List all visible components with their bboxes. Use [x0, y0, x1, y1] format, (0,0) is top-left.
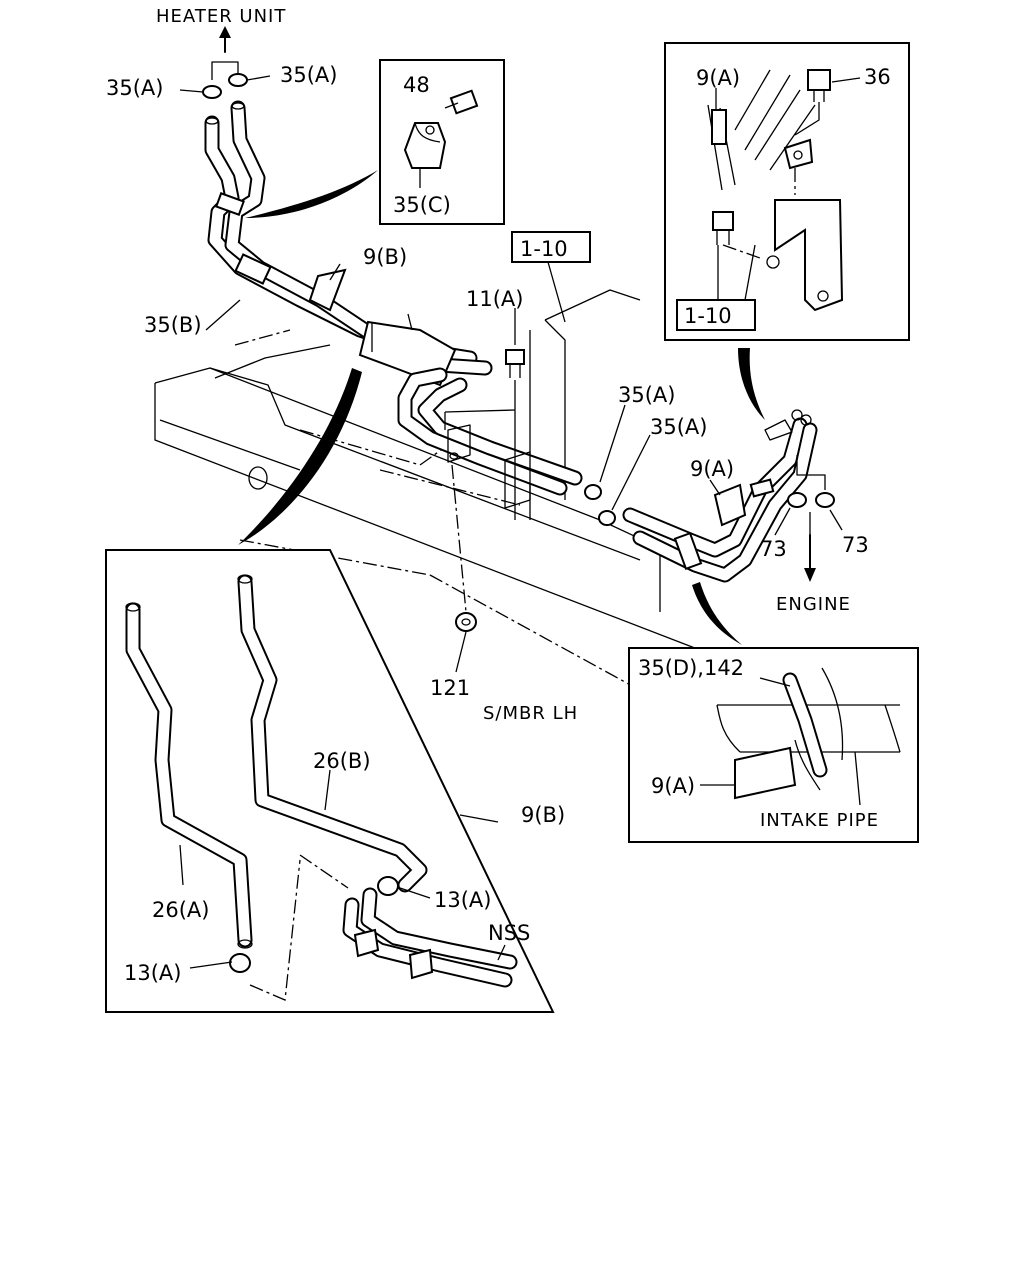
detail-pointers — [238, 170, 765, 645]
label-1-10-inset: 1-10 — [684, 304, 732, 328]
label-35c: 35(C) — [393, 193, 451, 217]
label-intake-pipe: INTAKE PIPE — [760, 810, 879, 831]
label-s-mbr-lh: S/MBR LH — [483, 703, 578, 724]
label-13a-left: 13(A) — [124, 961, 181, 985]
ref-1-10-center — [511, 231, 591, 323]
label-13a-right: 13(A) — [434, 888, 491, 912]
inset-leaders — [205, 77, 861, 823]
nut-121 — [451, 464, 477, 673]
label-26a: 26(A) — [152, 898, 209, 922]
frame-side-member — [154, 289, 701, 716]
inset-lower-hoses — [105, 549, 555, 1013]
label-11a: 11(A) — [466, 287, 523, 311]
label-9a-mid: 9(A) — [690, 457, 734, 481]
label-9b-top: 9(B) — [363, 245, 407, 269]
label-35a-mid-1: 35(A) — [618, 383, 675, 407]
heater-unit-callout — [179, 26, 271, 99]
label-35a-top-right: 35(A) — [280, 63, 337, 87]
label-36: 36 — [864, 65, 891, 89]
label-73-left: 73 — [760, 537, 787, 561]
label-48: 48 — [403, 73, 430, 97]
label-9a-inset-top: 9(A) — [696, 66, 740, 90]
label-121: 121 — [430, 676, 470, 700]
label-engine: ENGINE — [776, 594, 851, 615]
inset-bracket-36 — [664, 42, 910, 341]
label-35a-top-left: 35(A) — [106, 76, 163, 100]
label-nss: NSS — [488, 921, 530, 945]
inset-intake-pipe — [628, 647, 919, 843]
label-heater-unit: HEATER UNIT — [156, 6, 286, 27]
bolt-11a — [444, 349, 525, 520]
label-35d-142: 35(D),142 — [638, 656, 744, 680]
labels: HEATER UNIT 35(A) 35(A) 48 35(C) 9(B) 35… — [106, 6, 891, 985]
label-35a-mid-2: 35(A) — [650, 415, 707, 439]
label-73-right: 73 — [842, 533, 869, 557]
label-9a-inset-right: 9(A) — [651, 774, 695, 798]
inset-clamp-35c — [379, 59, 505, 225]
label-9b-inset: 9(B) — [521, 803, 565, 827]
clamp-73-pair — [787, 455, 835, 535]
main-heater-hose-assembly — [204, 100, 818, 583]
clamp-35a-mid — [584, 484, 616, 526]
engine-arrow — [804, 534, 816, 582]
label-35b: 35(B) — [144, 313, 202, 337]
label-26b: 26(B) — [313, 749, 371, 773]
label-1-10-center: 1-10 — [520, 237, 568, 261]
